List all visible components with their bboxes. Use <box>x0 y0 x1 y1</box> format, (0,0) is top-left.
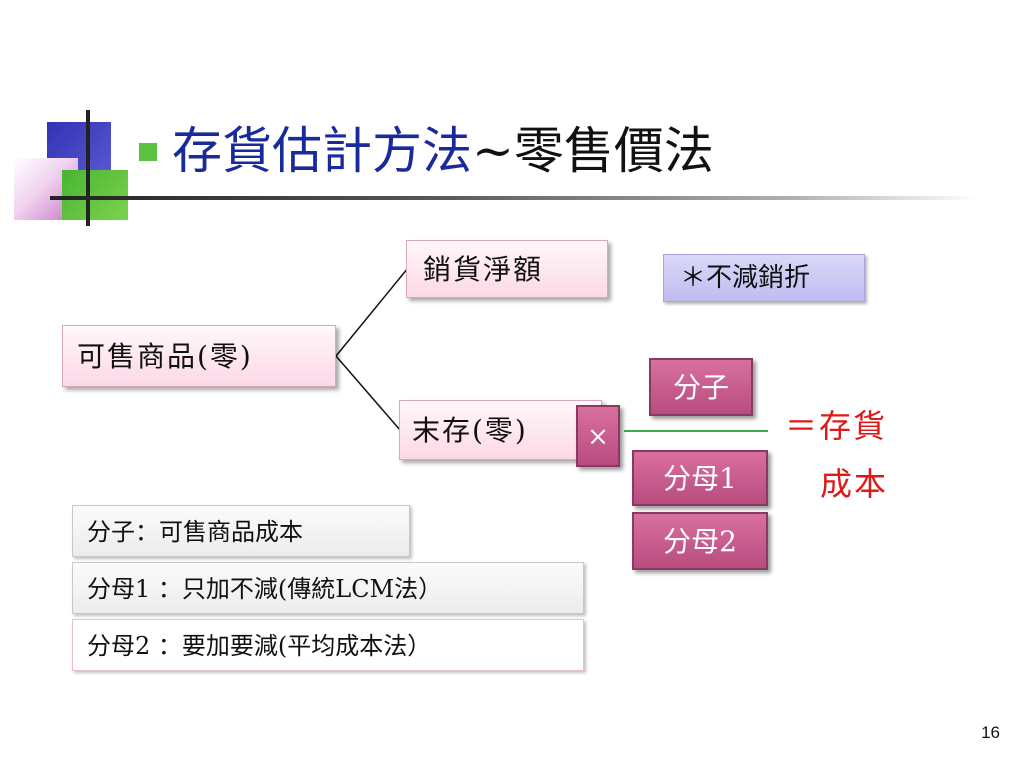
fraction-line <box>624 430 768 432</box>
net-sales-box: 銷貨淨額 <box>406 240 608 298</box>
multiply-sign-box: × <box>576 405 620 467</box>
result-cost: 成本 <box>820 465 889 503</box>
connector-to-net-sales <box>335 267 409 357</box>
ending-inventory-box: 末存(零) <box>399 400 602 460</box>
title-underline <box>50 196 980 200</box>
slide-title-main: 存貨估計方法 <box>172 122 472 180</box>
result-equals-inventory: ＝存貨 <box>785 407 888 445</box>
denominator2-definition: 分母2 ：要加要減(平均成本法） <box>72 619 584 671</box>
slide-title-suffix: ~零售價法 <box>472 122 714 180</box>
page-number: 16 <box>981 723 1000 742</box>
available-goods-box: 可售商品(零) <box>62 325 336 387</box>
decor-green-square <box>62 170 128 220</box>
denominator1-box: 分母1 <box>632 450 768 506</box>
numerator-box: 分子 <box>649 358 753 416</box>
denominator1-definition: 分母1 ：只加不減(傳統LCM法） <box>72 562 584 614</box>
note-box: ＊不減銷折 <box>663 254 865 302</box>
slide-title: 存貨估計方法~零售價法 <box>172 118 714 184</box>
decor-vertical-line <box>86 110 90 226</box>
title-bullet-icon <box>139 143 157 161</box>
denominator2-box: 分母2 <box>632 512 768 570</box>
connector-to-ending-inventory <box>335 355 401 431</box>
numerator-definition: 分子：可售商品成本 <box>72 505 410 557</box>
